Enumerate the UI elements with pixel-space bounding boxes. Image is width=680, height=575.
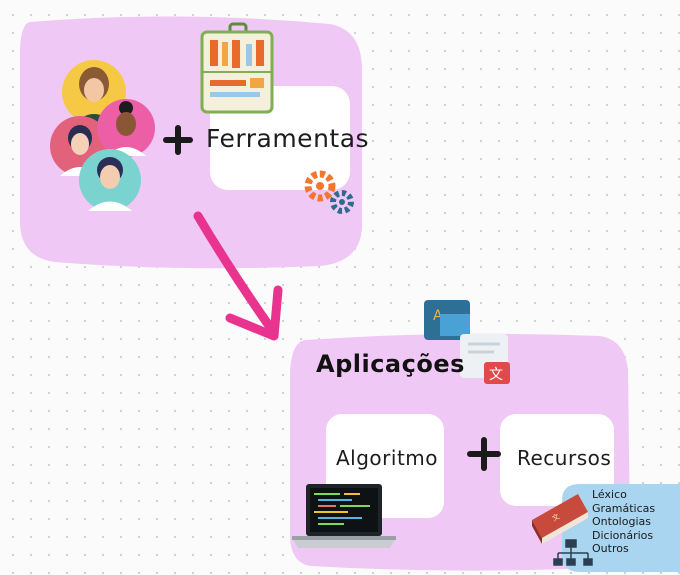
svg-text:文: 文: [550, 512, 560, 523]
people-group-icon: [50, 60, 155, 211]
resources-blue-panel: [562, 484, 680, 572]
book-icon: 文: [532, 494, 588, 544]
resources-list-item: Outros: [592, 542, 629, 555]
applications-title: Aplicações: [316, 350, 465, 378]
algorithm-label: Algoritmo: [336, 446, 439, 470]
hierarchy-icon: [553, 539, 593, 566]
arrow-icon: [193, 211, 283, 341]
svg-text:A: A: [433, 308, 443, 324]
resources-list-item: Léxico: [592, 488, 627, 501]
plus-icon: [163, 125, 193, 155]
resources-list-item: Ontologias: [592, 515, 651, 528]
toolbox-icon: [200, 22, 274, 114]
tools-label: Ferramentas: [206, 124, 370, 153]
svg-text:文: 文: [489, 367, 503, 383]
resources-list-item: Gramáticas: [592, 501, 656, 515]
resources-label: Recursos: [517, 446, 612, 470]
laptop-code-icon: [292, 484, 396, 548]
plus-icon: [467, 437, 501, 471]
gears-icon: [304, 170, 354, 214]
resources-list-item: Dicionários: [592, 528, 654, 542]
resources-list: Léxico Gramáticas Ontologias Dicionários…: [592, 488, 655, 556]
translate-icon: A 文: [424, 300, 510, 384]
resources-card: [500, 414, 614, 506]
